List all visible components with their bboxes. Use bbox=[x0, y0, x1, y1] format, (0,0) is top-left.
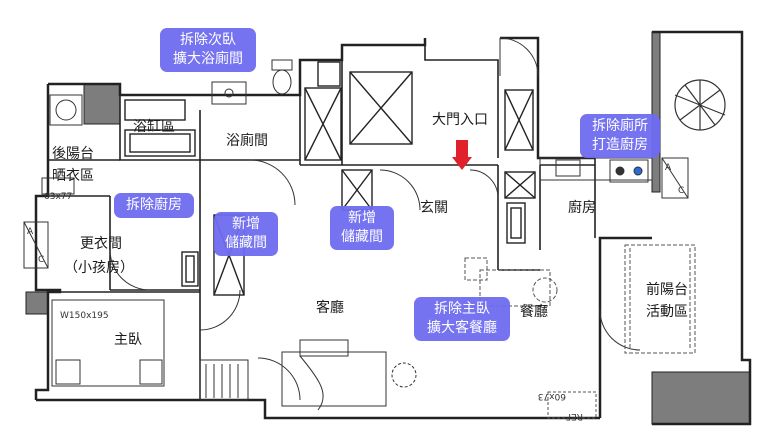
ac-right-icon bbox=[661, 157, 689, 199]
label-foyer: 玄關 bbox=[420, 199, 448, 216]
entrance-arrow-icon bbox=[452, 140, 472, 170]
label-bath-zone: 浴缸區 bbox=[133, 118, 175, 135]
callout-line: 拆除廚房 bbox=[126, 197, 182, 213]
ac-left-a: A bbox=[27, 227, 34, 237]
ac-left-c: C bbox=[38, 255, 44, 265]
ac-left-icon bbox=[23, 221, 49, 269]
label-balcony-size: 63x77 bbox=[44, 192, 72, 202]
label-living: 客廳 bbox=[316, 299, 344, 316]
callout-remove-bedroom-bath: 拆除次臥 擴大浴廁間 bbox=[160, 28, 256, 72]
callout-line: 拆除廁所 bbox=[592, 118, 648, 134]
callout-new-storage-2: 新增 儲藏間 bbox=[330, 206, 394, 250]
callout-line: 拆除主臥 bbox=[434, 301, 490, 317]
callout-new-storage-1: 新增 儲藏間 bbox=[214, 212, 278, 256]
outer-walls bbox=[34, 30, 752, 426]
callout-line: 新增 bbox=[232, 216, 260, 232]
label-back-balcony-2: 晒衣區 bbox=[52, 168, 94, 184]
wall-blocks bbox=[25, 31, 751, 425]
plant bbox=[674, 79, 726, 131]
callout-line: 擴大浴廁間 bbox=[173, 51, 243, 67]
label-entrance: 大門入口 bbox=[432, 112, 488, 128]
master-bed bbox=[51, 299, 249, 401]
callout-line: 打造廚房 bbox=[592, 137, 648, 153]
label-fridge: REF bbox=[566, 411, 583, 421]
callout-line: 儲藏間 bbox=[341, 229, 383, 245]
label-dressing-2: （小孩房） bbox=[64, 260, 134, 276]
callout-remove-master: 拆除主臥 擴大客餐廳 bbox=[414, 297, 510, 341]
laundry-box bbox=[41, 94, 83, 195]
dining-table bbox=[464, 257, 558, 307]
inner-walls bbox=[48, 38, 596, 400]
label-front-balcony-1: 前陽台 bbox=[646, 281, 688, 298]
label-dressing-1: 更衣間 bbox=[80, 236, 122, 252]
label-front-balcony-2: 活動區 bbox=[646, 304, 688, 320]
ac-right-a: A bbox=[665, 163, 672, 173]
label-bed-size: W150x195 bbox=[60, 311, 109, 321]
fridge-box bbox=[547, 391, 597, 419]
callout-line: 擴大客餐廳 bbox=[427, 320, 497, 336]
label-bathroom: 浴廁間 bbox=[226, 132, 268, 149]
label-fridge-size: 60x73 bbox=[538, 391, 566, 401]
ac-right-c: C bbox=[678, 186, 684, 196]
callout-remove-kitchen: 拆除廚房 bbox=[114, 193, 194, 218]
label-back-balcony-1: 後陽台 bbox=[52, 146, 94, 162]
elevator-shafts bbox=[124, 61, 536, 296]
door-swings bbox=[109, 37, 641, 401]
drying-rack bbox=[624, 244, 696, 354]
label-dining: 餐廳 bbox=[520, 303, 548, 320]
callout-line: 新增 bbox=[348, 210, 376, 226]
kitchen-fixtures bbox=[539, 157, 653, 183]
callout-remove-bath-kitchen: 拆除廁所 打造廚房 bbox=[580, 114, 660, 158]
label-master: 主臥 bbox=[114, 332, 142, 348]
living-furniture bbox=[281, 339, 417, 411]
callout-line: 拆除次臥 bbox=[180, 32, 236, 48]
label-kitchen: 廚房 bbox=[568, 199, 596, 216]
callout-line: 儲藏間 bbox=[225, 235, 267, 251]
toilet-fixture bbox=[211, 59, 293, 105]
